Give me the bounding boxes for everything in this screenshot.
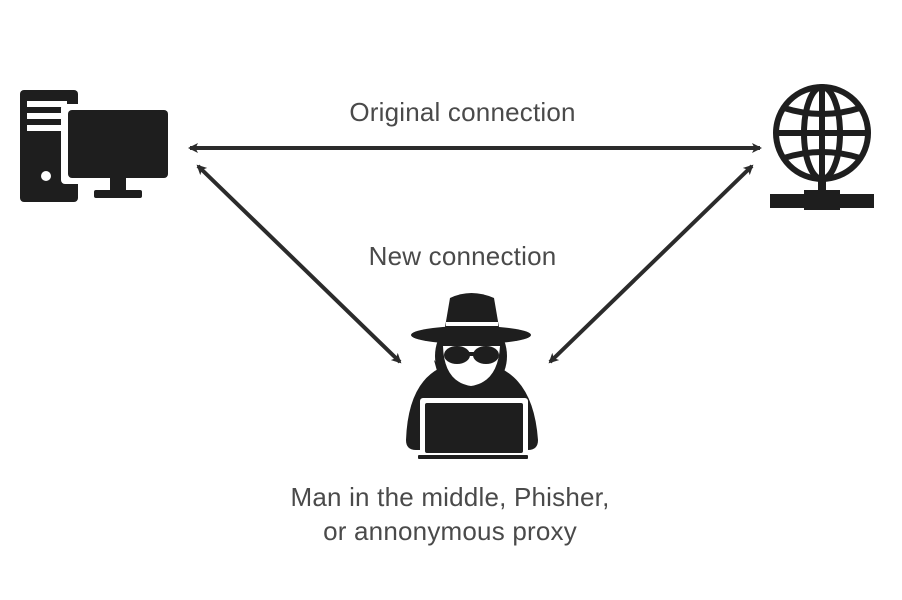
- attacker-label-line1: Man in the middle, Phisher,: [290, 482, 610, 512]
- new-connection-label: New connection: [368, 241, 557, 271]
- server-attacker-arrow: [548, 164, 754, 364]
- client-attacker-arrow: [196, 164, 402, 364]
- original-connection-label: Original connection: [349, 97, 576, 127]
- hacker-spy-icon: [406, 293, 538, 460]
- attacker-label: Man in the middle, Phisher, or annonymou…: [280, 480, 620, 548]
- globe-network-icon: [770, 84, 874, 210]
- attacker-label-line2: or annonymous proxy: [323, 516, 577, 546]
- desktop-computer-icon: [20, 90, 173, 202]
